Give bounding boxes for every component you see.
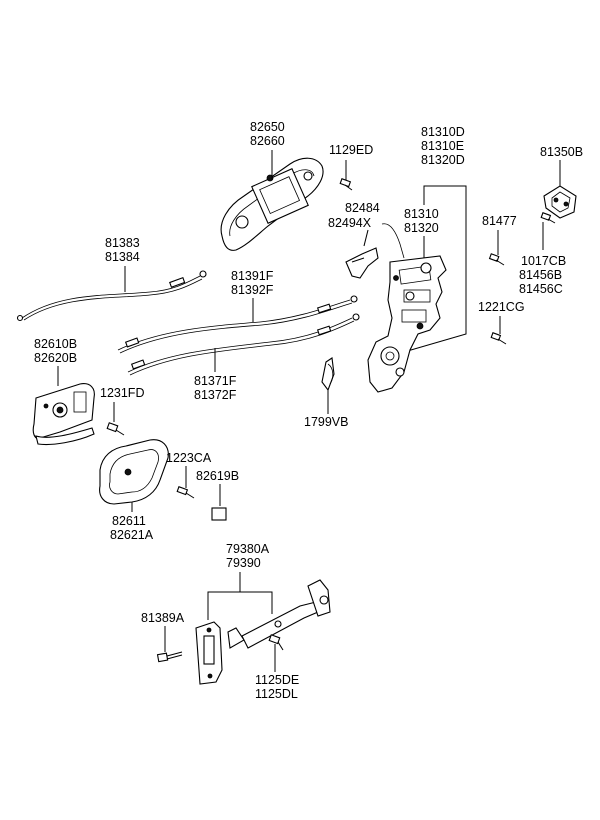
- door-cable-81391f: [117, 295, 358, 354]
- screw-1221cg: [490, 332, 507, 345]
- label-81391f: 81391F: [231, 269, 274, 283]
- door-cable-81371f: [127, 313, 360, 376]
- label-1017cb: 1017CB: [521, 254, 566, 268]
- label-81383: 81383: [105, 236, 140, 250]
- label-81456b: 81456B: [519, 268, 562, 282]
- door-lock-actuator-part: [367, 223, 447, 393]
- label-1799vb: 1799VB: [304, 415, 348, 429]
- door-checker-part: [195, 579, 331, 685]
- label-1221cg: 1221CG: [478, 300, 525, 314]
- label-81456c: 81456C: [519, 282, 563, 296]
- label-1223ca: 1223CA: [166, 451, 212, 465]
- bolt-1125de: [268, 634, 284, 651]
- screw-81477: [488, 253, 505, 266]
- inside-handle-bracket-part: [32, 383, 95, 446]
- inside-handle-part: [99, 439, 169, 505]
- label-81372f: 81372F: [194, 388, 237, 402]
- label-82621a: 82621A: [110, 528, 154, 542]
- outside-handle-part: [220, 157, 324, 251]
- screw-1223ca: [176, 486, 195, 499]
- label-81320d: 81320D: [421, 153, 465, 167]
- label-81310e: 81310E: [421, 139, 464, 153]
- label-82611: 82611: [112, 514, 146, 528]
- label-81389a: 81389A: [141, 611, 185, 625]
- label-1125de: 1125DE: [255, 673, 299, 687]
- label-79380a: 79380A: [226, 542, 270, 556]
- label-82610b: 82610B: [34, 337, 77, 351]
- label-82484: 82484: [345, 201, 380, 215]
- label-81310: 81310: [404, 207, 439, 221]
- label-81310d: 81310D: [421, 125, 465, 139]
- cap-82619b: [211, 507, 227, 521]
- label-82619b: 82619B: [196, 469, 239, 483]
- label-79390: 79390: [226, 556, 261, 570]
- label-1231fd: 1231FD: [100, 386, 144, 400]
- striker-part: [543, 185, 577, 219]
- label-82494x: 82494X: [328, 216, 372, 230]
- label-81392f: 81392F: [231, 283, 274, 297]
- lock-cable-81383: [16, 270, 207, 322]
- bolt-81389a: [156, 651, 183, 663]
- label-81384: 81384: [105, 250, 140, 264]
- label-1125dl: 1125DL: [255, 687, 298, 701]
- label-82650: 82650: [250, 120, 285, 134]
- label-81320: 81320: [404, 221, 439, 235]
- screw-1231fd: [106, 422, 125, 436]
- label-1129ed: 1129ED: [329, 143, 373, 157]
- label-82660: 82660: [250, 134, 285, 148]
- label-81371f: 81371F: [194, 374, 237, 388]
- label-81350b: 81350B: [540, 145, 583, 159]
- bolt-1129ed: [339, 160, 353, 191]
- clip-1799vb: [321, 357, 335, 392]
- label-82620b: 82620B: [34, 351, 77, 365]
- label-81477: 81477: [482, 214, 517, 228]
- screw-1017cb: [540, 212, 556, 224]
- lock-bracket-part: [345, 247, 379, 279]
